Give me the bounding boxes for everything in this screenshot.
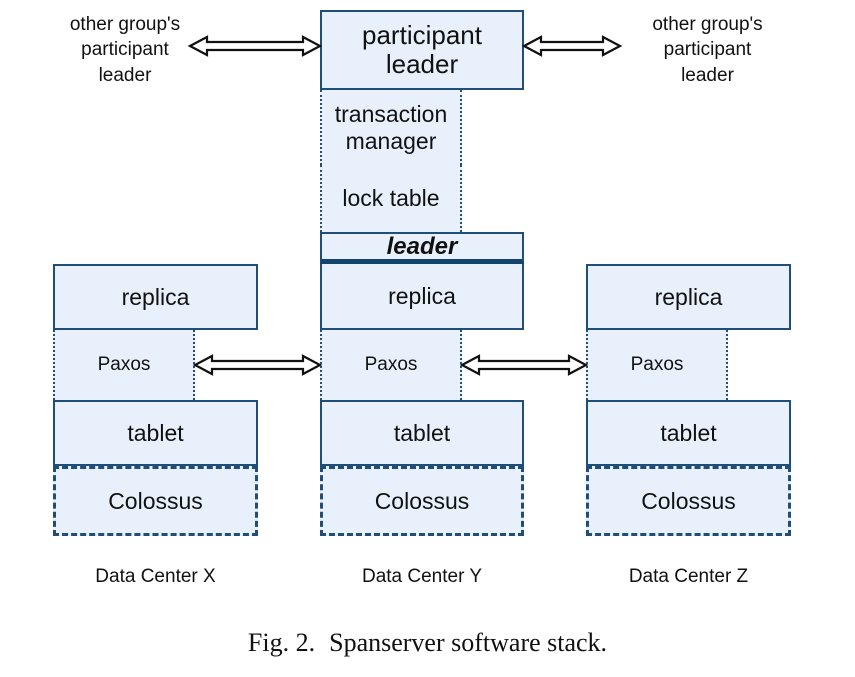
datacenter-y-label: Data Center Y — [361, 566, 483, 587]
middle-paxos-label: Paxos — [364, 353, 418, 375]
left-paxos-label: Paxos — [97, 353, 151, 375]
datacenter-x-label: Data Center X — [95, 566, 216, 587]
middle-replica-label: replica — [388, 282, 456, 309]
middle-colossus-label: Colossus — [374, 487, 470, 514]
figure-caption: Fig. 2. Spanserver software stack. — [0, 628, 855, 658]
middle-tablet-label: tablet — [393, 419, 451, 446]
left-tablet-label: tablet — [127, 419, 184, 446]
left-colossus-label: Colossus — [108, 487, 203, 514]
lock-table-box[interactable]: lock table — [320, 165, 462, 232]
left-replica-label: replica — [121, 283, 190, 310]
middle-tablet-box[interactable]: tablet — [320, 400, 524, 466]
left-paxos-box[interactable]: Paxos — [53, 330, 195, 400]
right-colossus-box[interactable]: Colossus — [586, 466, 791, 536]
leader-label: leader — [386, 232, 458, 260]
middle-colossus-box[interactable]: Colossus — [320, 466, 524, 536]
left-replica-box[interactable]: replica — [53, 264, 258, 330]
middle-replica-box[interactable]: replica — [320, 264, 524, 330]
right-replica-label: replica — [654, 283, 723, 310]
datacenter-z-label: Data Center Z — [628, 566, 749, 587]
right-replica-box[interactable]: replica — [586, 264, 791, 330]
left-colossus-box[interactable]: Colossus — [53, 466, 258, 536]
middle-leader-bar[interactable]: leader — [320, 232, 524, 264]
lock-table-label: lock table — [342, 185, 440, 212]
left-tablet-box[interactable]: tablet — [53, 400, 258, 466]
right-tablet-label: tablet — [660, 419, 717, 446]
right-colossus-label: Colossus — [641, 487, 736, 514]
figure-number: Fig. 2. — [247, 628, 316, 657]
right-paxos-box[interactable]: Paxos — [586, 330, 728, 400]
figure-caption-text: Spanserver software stack. — [329, 628, 608, 657]
arrow-paxos-right — [459, 354, 589, 376]
arrow-top-right — [521, 35, 623, 57]
right-tablet-box[interactable]: tablet — [586, 400, 791, 466]
right-paxos-label: Paxos — [630, 353, 684, 375]
middle-paxos-box[interactable]: Paxos — [320, 330, 462, 400]
arrow-paxos-left — [192, 354, 323, 376]
